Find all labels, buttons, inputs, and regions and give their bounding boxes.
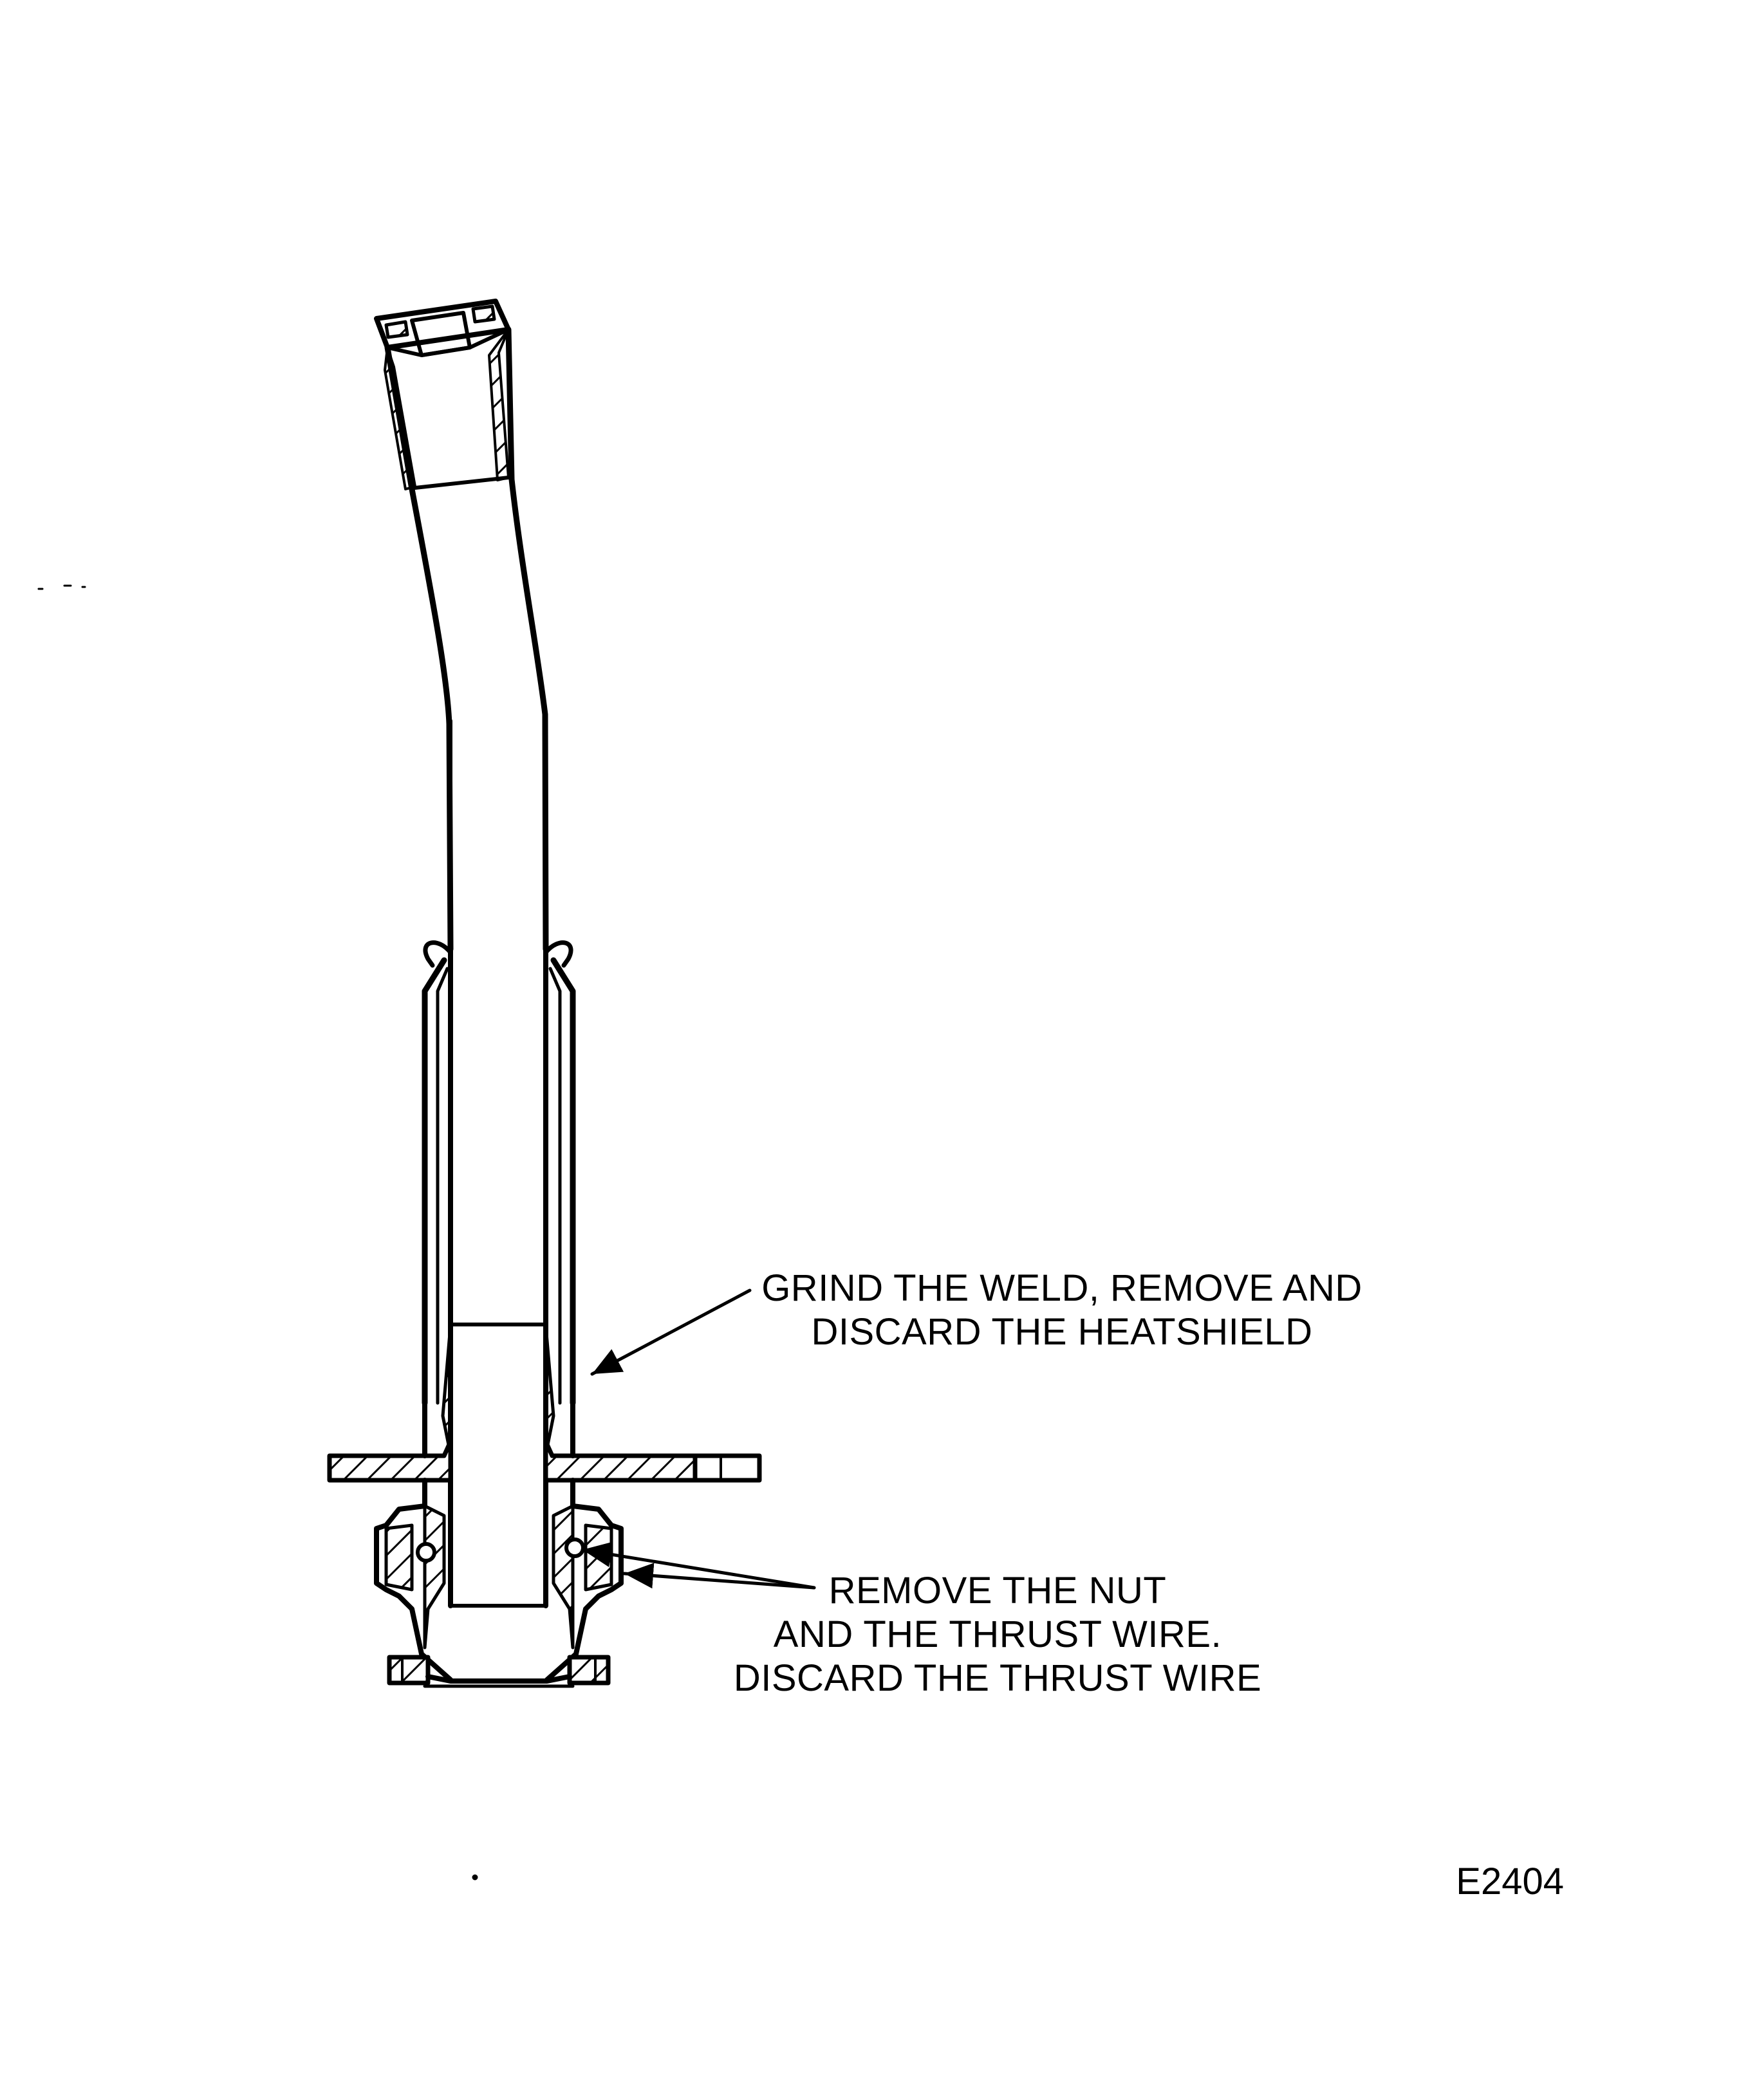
figure-id: E2404 [1456,1861,1564,1902]
thrust-wire-leader-arrow [581,1541,816,1590]
coupling-nut [374,1478,624,1688]
heatshield-callout-line1: GRIND THE WELD, REMOVE AND [761,1267,1362,1309]
nut-leader-arrow [622,1563,816,1590]
inner-body [441,1323,555,1608]
nut-callout: REMOVE THE NUT AND THE THRUST WIRE. DISC… [714,1569,1281,1700]
leader-arrows [581,1288,816,1590]
heatshield-callout-line2: DISCARD THE HEATSHIELD [811,1311,1313,1353]
nut-callout-line2: AND THE THRUST WIRE. [773,1613,1222,1655]
nut-callout-line3: DISCARD THE THRUST WIRE [733,1657,1262,1699]
mounting-flange [327,1400,762,1483]
thrust-wire-right [564,1538,585,1558]
heatshield-leader-arrow [590,1288,752,1376]
nozzle-tube [384,326,549,952]
heatshield [422,940,576,1406]
nut-callout-line1: REMOVE THE NUT [828,1570,1167,1612]
scan-specks [37,584,478,1881]
thrust-wire-left [416,1542,436,1563]
heatshield-callout: GRIND THE WELD, REMOVE AND DISCARD THE H… [740,1267,1384,1354]
